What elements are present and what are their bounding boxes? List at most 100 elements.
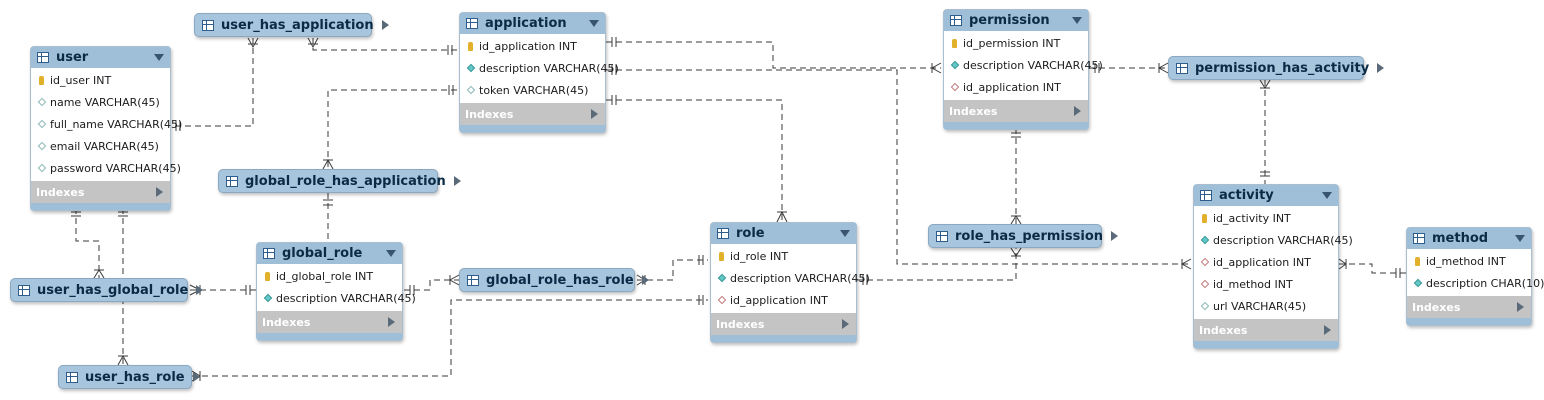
table-global-role-has-application[interactable]: global_role_has_application: [218, 169, 461, 193]
expand-icon[interactable]: [192, 372, 200, 382]
table-user[interactable]: user id_user INT name VARCHAR(45) full_n…: [30, 46, 182, 211]
column-row[interactable]: url VARCHAR(45): [1194, 295, 1338, 317]
indexes-section[interactable]: Indexes: [257, 311, 402, 333]
table-user-has-role[interactable]: user_has_role: [58, 365, 200, 389]
relationship-line[interactable]: [312, 38, 457, 51]
table-permission-has-activity[interactable]: permission_has_activity: [1168, 56, 1385, 80]
table-global-role-has-role[interactable]: global_role_has_role: [459, 268, 649, 292]
table-icon: [950, 15, 962, 26]
expand-icon[interactable]: [1324, 325, 1331, 335]
column-row[interactable]: id_activity INT: [1194, 207, 1338, 229]
indexes-section[interactable]: Indexes: [460, 103, 605, 125]
relationship-line[interactable]: [172, 38, 254, 127]
foreign-key-icon: [716, 295, 727, 305]
relationship-line[interactable]: [75, 208, 100, 278]
column-row[interactable]: id_global_role INT: [257, 265, 402, 287]
column-row[interactable]: description VARCHAR(45): [711, 267, 870, 289]
indexes-section[interactable]: Indexes: [944, 100, 1088, 122]
relationship-line[interactable]: [857, 248, 1017, 281]
table-icon: [263, 248, 275, 259]
indexes-section[interactable]: Indexes: [31, 181, 170, 203]
column-row[interactable]: description VARCHAR(45): [944, 54, 1103, 76]
crows-foot-mark: [1180, 258, 1192, 270]
relationship-line[interactable]: [606, 69, 1191, 265]
column-row[interactable]: id_application INT: [1194, 251, 1338, 273]
expand-icon[interactable]: [156, 187, 163, 197]
expand-icon[interactable]: [842, 319, 849, 329]
table-header[interactable]: global_role: [257, 243, 402, 264]
table-role[interactable]: role id_role INT description VARCHAR(45)…: [710, 222, 870, 343]
expand-icon[interactable]: [591, 109, 598, 119]
table-user-has-global-role[interactable]: user_has_global_role: [10, 278, 204, 302]
table-footer: [1194, 341, 1338, 348]
expand-icon[interactable]: [196, 285, 204, 295]
column-row[interactable]: id_application INT: [711, 289, 856, 311]
expand-icon[interactable]: [1517, 302, 1524, 312]
column-row[interactable]: id_user INT: [31, 69, 170, 91]
relationship-line[interactable]: [327, 89, 457, 169]
column-row[interactable]: password VARCHAR(45): [31, 157, 181, 179]
indexes-section[interactable]: Indexes: [1194, 319, 1338, 341]
not-null-column-icon: [465, 63, 476, 73]
collapse-icon[interactable]: [386, 250, 396, 257]
expand-icon[interactable]: [388, 317, 395, 327]
expand-icon[interactable]: [1111, 231, 1119, 241]
table-header[interactable]: user: [31, 47, 170, 68]
collapse-icon[interactable]: [1515, 235, 1525, 242]
table-footer: [1407, 318, 1531, 325]
key-icon: [716, 251, 727, 261]
collapse-icon[interactable]: [840, 230, 850, 237]
relationship-line[interactable]: [404, 279, 459, 291]
column-row[interactable]: description VARCHAR(45): [460, 57, 619, 79]
expand-icon[interactable]: [641, 275, 649, 285]
table-icon: [1200, 190, 1212, 201]
collapse-icon[interactable]: [1072, 17, 1082, 24]
column-row[interactable]: id_method INT: [1407, 250, 1531, 272]
column-row[interactable]: description CHAR(10): [1407, 272, 1544, 294]
column-row[interactable]: name VARCHAR(45): [31, 91, 170, 113]
table-method[interactable]: method id_method INT description CHAR(10…: [1406, 227, 1544, 326]
table-header[interactable]: activity: [1194, 185, 1338, 206]
column-row[interactable]: description VARCHAR(45): [1194, 229, 1353, 251]
relationship-line[interactable]: [606, 41, 941, 69]
table-activity[interactable]: activity id_activity INT description VAR…: [1193, 184, 1353, 349]
nullable-column-icon: [1199, 301, 1210, 311]
relationship-line[interactable]: [606, 99, 783, 222]
table-header[interactable]: permission: [944, 10, 1088, 31]
column-row[interactable]: id_method INT: [1194, 273, 1338, 295]
collapse-icon[interactable]: [1322, 192, 1332, 199]
table-header[interactable]: method: [1407, 228, 1531, 249]
relationship-line[interactable]: [637, 259, 708, 281]
column-row[interactable]: token VARCHAR(45): [460, 79, 605, 101]
table-header[interactable]: application: [460, 13, 605, 34]
nullable-column-icon: [36, 141, 47, 151]
collapse-icon[interactable]: [154, 54, 164, 61]
table-header[interactable]: role: [711, 223, 856, 244]
table-permission[interactable]: permission id_permission INT description…: [943, 9, 1103, 130]
collapse-icon[interactable]: [589, 20, 599, 27]
column-row[interactable]: id_role INT: [711, 245, 856, 267]
table-role-has-permission[interactable]: role_has_permission: [928, 224, 1119, 248]
expand-icon[interactable]: [453, 176, 461, 186]
key-icon: [465, 41, 476, 51]
column-row[interactable]: description VARCHAR(45): [257, 287, 416, 309]
expand-icon[interactable]: [1074, 106, 1081, 116]
indexes-section[interactable]: Indexes: [1407, 296, 1531, 318]
column-row[interactable]: email VARCHAR(45): [31, 135, 170, 157]
table-footer: [31, 203, 170, 210]
table-user-has-application[interactable]: user_has_application: [194, 13, 389, 37]
table-application[interactable]: application id_application INT descripti…: [459, 12, 619, 133]
nullable-column-icon: [465, 85, 476, 95]
column-row[interactable]: id_permission INT: [944, 32, 1088, 54]
not-null-column-icon: [1199, 235, 1210, 245]
column-row[interactable]: full_name VARCHAR(45): [31, 113, 182, 135]
column-row[interactable]: id_application INT: [460, 35, 605, 57]
column-row[interactable]: id_application INT: [944, 76, 1088, 98]
indexes-section[interactable]: Indexes: [711, 313, 856, 335]
table-icon: [1413, 233, 1425, 244]
crows-foot-mark: [93, 269, 105, 279]
expand-icon[interactable]: [1377, 63, 1385, 73]
expand-icon[interactable]: [381, 20, 389, 30]
table-global-role[interactable]: global_role id_global_role INT descripti…: [256, 242, 416, 341]
relationship-line[interactable]: [192, 299, 708, 377]
